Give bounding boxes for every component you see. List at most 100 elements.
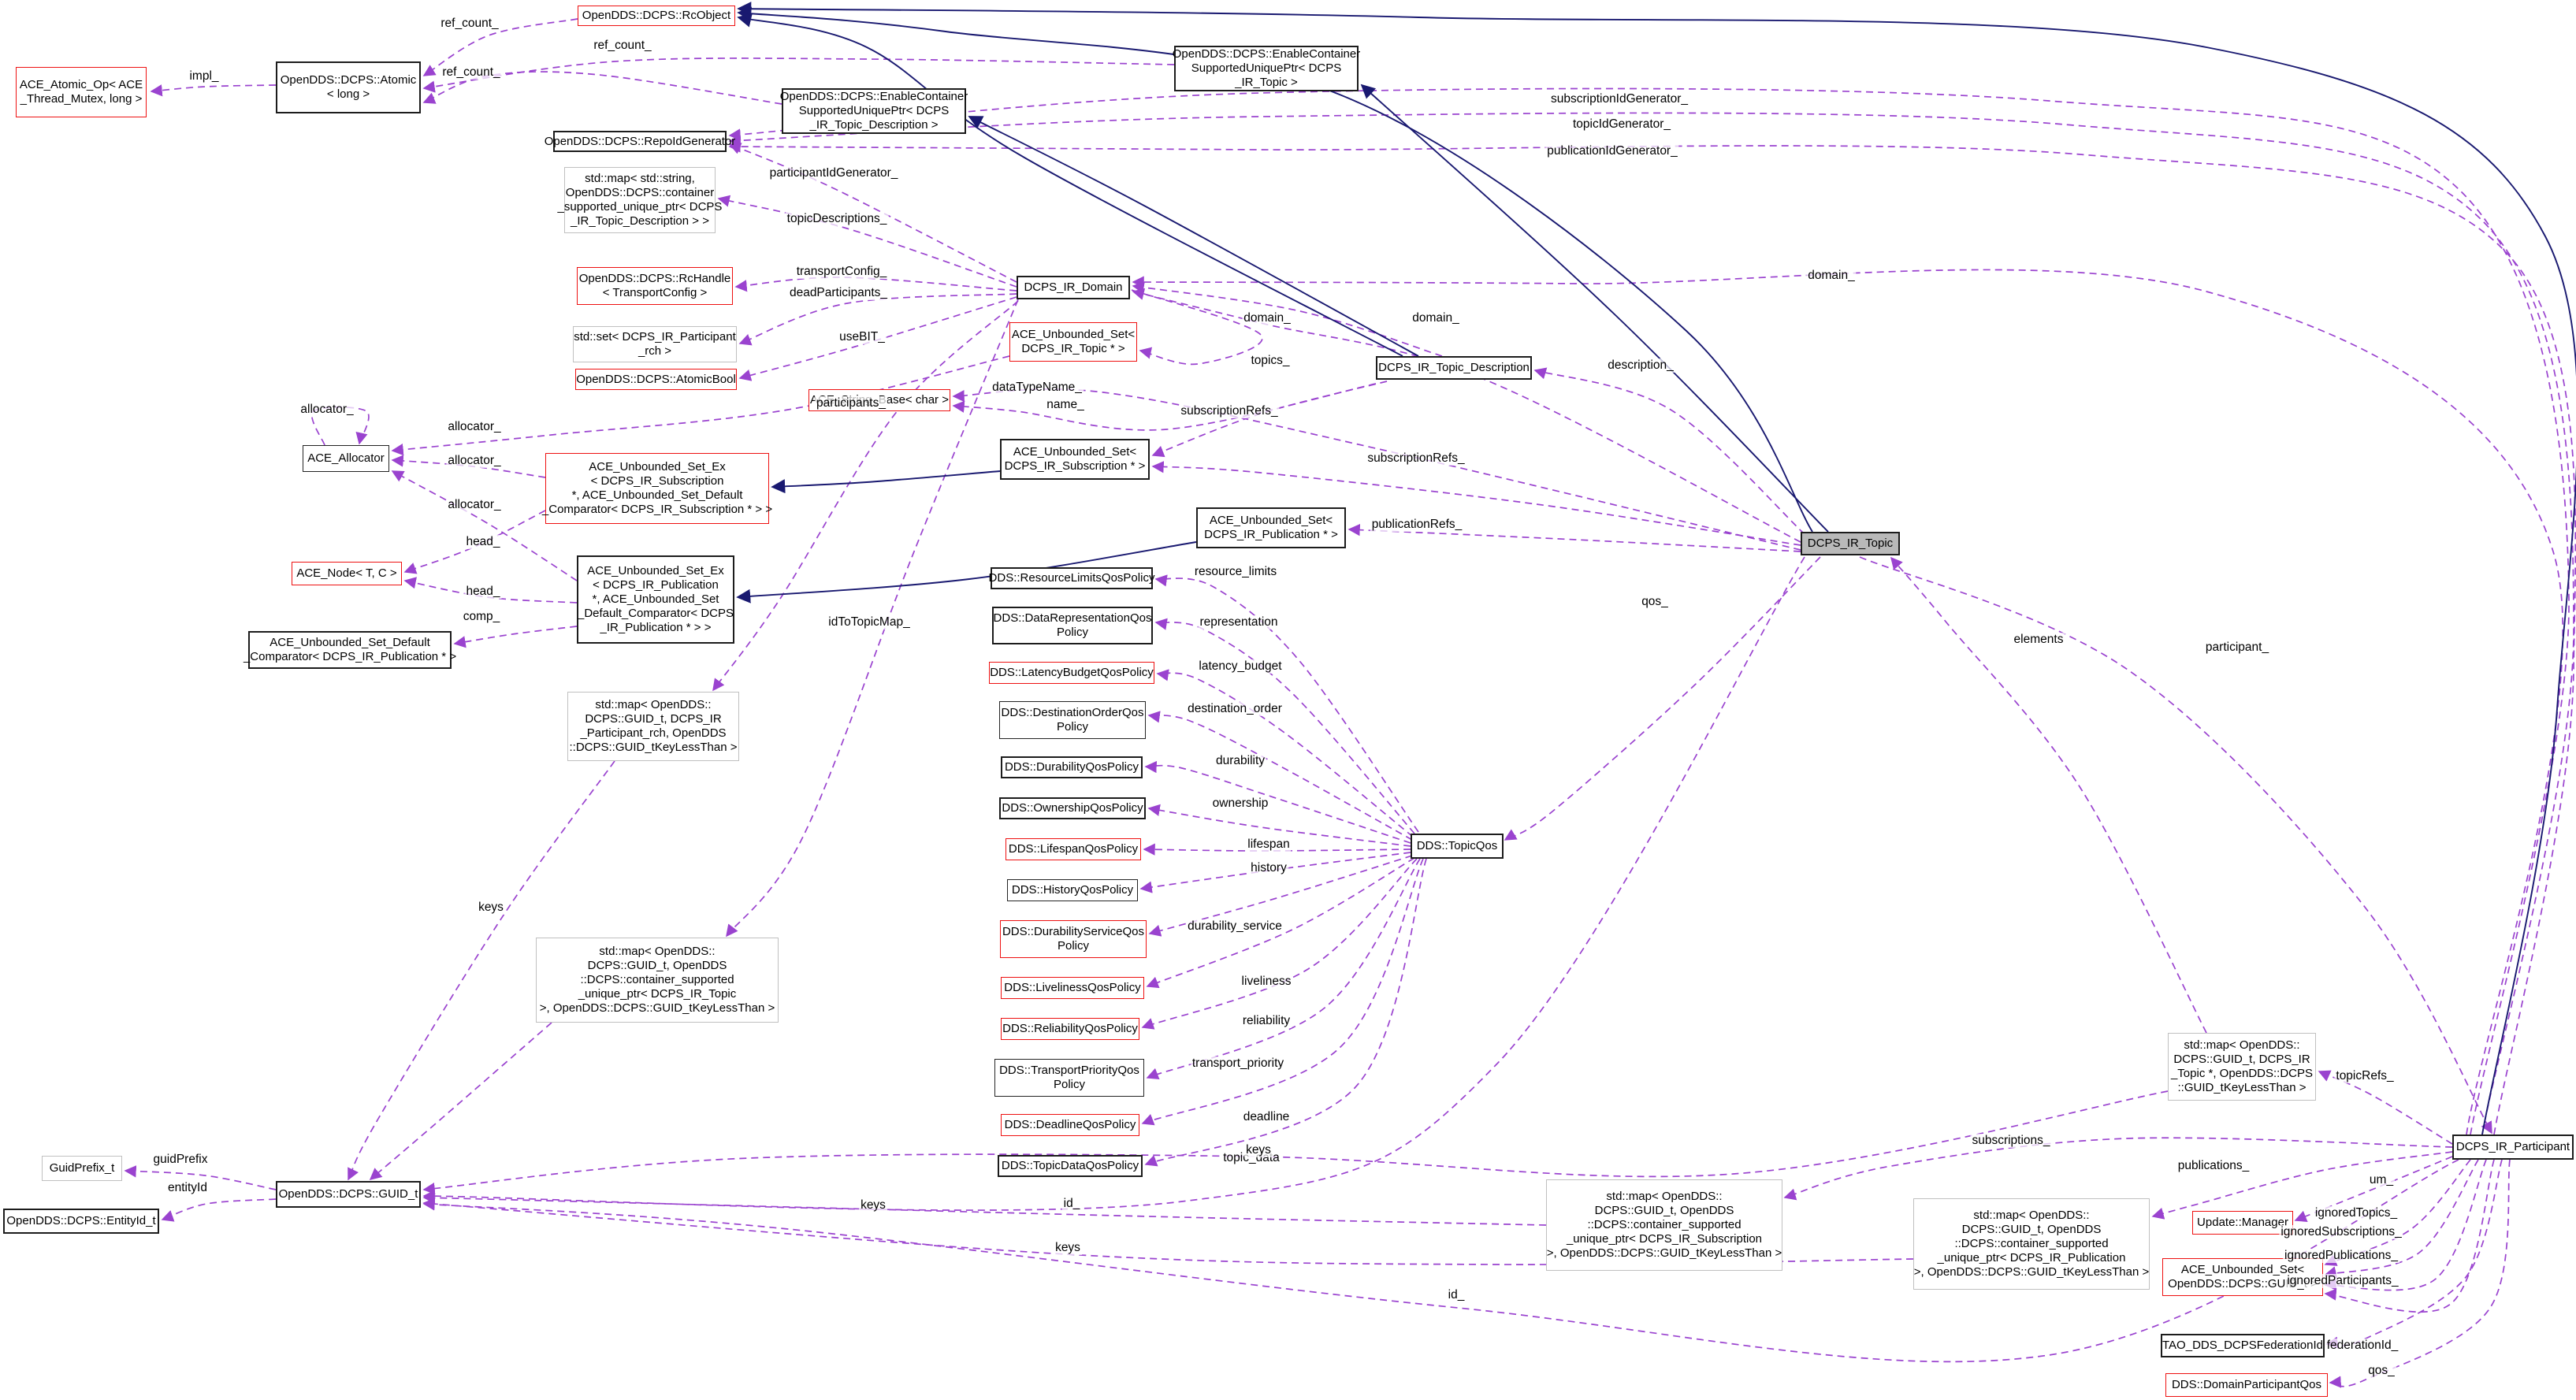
node-label-line: DCPS_IR_Topic_Description	[1378, 361, 1530, 374]
node-qos-ownership[interactable]: DDS::OwnershipQosPolicy	[999, 797, 1146, 819]
edge-label-domain: domain_	[1242, 311, 1292, 325]
member-edge-31	[1141, 858, 1418, 1030]
edge-label-refcount: ref_count_	[439, 17, 500, 31]
node-label-line: OpenDDS::DCPS::EnableContainer	[1172, 47, 1361, 61]
edge-label-qos: qos_	[2366, 1364, 2396, 1378]
node-ace-atomic-op[interactable]: ACE_Atomic_Op< ACE_Thread_Mutex, long >	[16, 67, 147, 117]
node-set-pub[interactable]: ACE_Unbounded_Set<DCPS_IR_Publication * …	[1196, 507, 1346, 548]
node-rchandle[interactable]: OpenDDS::DCPS::RcHandle< TransportConfig…	[577, 267, 733, 305]
edge-label-durabilityservice: durability_service	[1186, 919, 1284, 934]
node-participant[interactable]: DCPS_IR_Participant	[2452, 1134, 2574, 1160]
node-label-line: DDS::TopicDataQosPolicy	[1001, 1159, 1139, 1172]
node-label-line: OpenDDS::DCPS::RcHandle	[578, 272, 731, 285]
node-entityid[interactable]: OpenDDS::DCPS::EntityId_t	[3, 1209, 159, 1234]
node-topicqos[interactable]: DDS::TopicQos	[1411, 834, 1504, 859]
node-label-line: ACE_Unbounded_Set_Ex	[587, 564, 724, 577]
node-label-line: OpenDDS::DCPS::GUID_t	[278, 1187, 418, 1201]
node-atomicbool[interactable]: OpenDDS::DCPS::AtomicBool	[575, 369, 737, 390]
member-edge-34	[1144, 858, 1427, 1167]
node-label-line: < DCPS_IR_Publication	[593, 578, 719, 592]
member-edge-36	[1859, 556, 2492, 1134]
member-edge-19	[1347, 523, 1801, 552]
node-label-line: DCPS_IR_Topic	[1807, 537, 1894, 550]
node-update-manager[interactable]: Update::Manager	[2192, 1211, 2293, 1235]
node-label-line: DCPS_IR_Domain	[1024, 280, 1123, 294]
node-guidprefix: GuidPrefix_t	[42, 1156, 122, 1181]
edge-label-latencybudget: latency_budget	[1197, 659, 1284, 674]
node-qos-resource[interactable]: DDS::ResourceLimitsQosPolicy	[989, 567, 1154, 589]
node-qos-reliability[interactable]: DDS::ReliabilityQosPolicy	[1001, 1018, 1139, 1040]
member-edge-3	[422, 71, 782, 105]
edge-label-keys: keys	[477, 901, 505, 915]
node-label-line: ACE_Unbounded_Set_Ex	[589, 460, 726, 473]
edge-label-deadparticipants: deadParticipants_	[787, 286, 890, 300]
edge-label-subscriptions: subscriptions_	[1970, 1134, 2052, 1148]
node-map-participant: std::map< OpenDDS::DCPS::GUID_t, DCPS_IR…	[567, 692, 739, 761]
node-qos-history[interactable]: DDS::HistoryQosPolicy	[1007, 879, 1138, 901]
node-comparator-pub[interactable]: ACE_Unbounded_Set_Default_Comparator< DC…	[243, 631, 456, 669]
edge-label-allocator: allocator_	[446, 420, 503, 434]
node-participantqos[interactable]: DDS::DomainParticipantQos	[2165, 1373, 2328, 1397]
node-label-line: OpenDDS::DCPS::RepoIdGenerator	[544, 134, 736, 148]
node-label-line: _unique_ptr< DCPS_IR_Publication	[1937, 1251, 2126, 1264]
node-label-line: OpenDDS::DCPS::container	[565, 186, 715, 199]
node-label-line: >, OpenDDS::DCPS::GUID_tKeyLessThan >	[539, 1001, 775, 1015]
node-label-line: ACE_Unbounded_Set<	[1011, 328, 1136, 341]
node-allocator[interactable]: ACE_Allocator	[303, 445, 389, 472]
node-qos-lifespan[interactable]: DDS::LifespanQosPolicy	[1005, 838, 1141, 860]
node-label-line: std::set< DCPS_IR_Participant	[574, 330, 736, 344]
node-label-line: DDS::DataRepresentationQos	[993, 611, 1152, 625]
member-edge-38	[728, 87, 2570, 1135]
node-setex-pub[interactable]: ACE_Unbounded_Set_Ex< DCPS_IR_Publicatio…	[577, 555, 734, 644]
node-label-line: ::DCPS::container_supported	[1954, 1237, 2109, 1250]
node-set-topic[interactable]: ACE_Unbounded_Set<DCPS_IR_Topic * >	[1009, 322, 1137, 362]
node-label-line: std::map< std::string,	[585, 172, 695, 185]
member-edge-22	[1154, 618, 1415, 834]
node-label-line: DCPS_IR_Publication * >	[1204, 528, 1338, 541]
node-label-line: _unique_ptr< DCPS_IR_Topic	[578, 987, 737, 1001]
node-qos-deadline[interactable]: DDS::DeadlineQosPolicy	[1001, 1114, 1139, 1136]
node-label-line: ACE_Unbounded_Set<	[1013, 445, 1137, 459]
node-set-sub[interactable]: ACE_Unbounded_Set<DCPS_IR_Subscription *…	[1000, 439, 1150, 480]
member-edge-7	[738, 293, 1017, 346]
inheritance-edge-68	[1360, 84, 1829, 533]
node-qos-liveliness[interactable]: DDS::LivelinessQosPolicy	[1001, 977, 1144, 999]
edge-label-lifespan: lifespan	[1246, 837, 1292, 852]
node-label-line: DDS::DurabilityQosPolicy	[1004, 760, 1139, 774]
member-edge-2	[422, 58, 1175, 93]
node-label-line: _IR_Topic_Description >	[809, 118, 939, 132]
node-topicdesc[interactable]: DCPS_IR_Topic_Description	[1376, 356, 1532, 380]
node-label-line: DDS::HistoryQosPolicy	[1011, 883, 1134, 897]
node-ace-node[interactable]: ACE_Node< T, C >	[292, 562, 402, 585]
node-label-line: OpenDDS::DCPS::EntityId_t	[6, 1214, 156, 1227]
node-topic[interactable]: DCPS_IR_Topic	[1801, 532, 1900, 555]
edge-label-liveliness: liveliness	[1240, 975, 1293, 989]
node-federationid[interactable]: TAO_DDS_DCPSFederationId	[2161, 1334, 2325, 1357]
node-qos-durability[interactable]: DDS::DurabilityQosPolicy	[1001, 756, 1143, 778]
node-domain[interactable]: DCPS_IR_Domain	[1017, 276, 1130, 299]
edge-label-keys: keys	[859, 1198, 887, 1212]
node-qos-latency[interactable]: DDS::LatencyBudgetQosPolicy	[989, 662, 1154, 684]
node-label-line: ACE_Atomic_Op< ACE	[19, 78, 143, 91]
node-label-line: Policy	[1053, 1078, 1085, 1091]
node-setex-sub[interactable]: ACE_Unbounded_Set_Ex< DCPS_IR_Subscripti…	[542, 453, 772, 524]
node-label-line: _Default_Comparator< DCPS	[578, 607, 734, 620]
edge-label-head: head_	[464, 585, 502, 599]
edge-label-destinationorder: destination_order	[1186, 702, 1284, 716]
node-atomic-long[interactable]: OpenDDS::DCPS::Atomic< long >	[276, 61, 421, 113]
node-label-line: DDS::DurabilityServiceQos	[1002, 925, 1145, 938]
edge-label-elements: elements	[2012, 633, 2065, 647]
edge-label-representation: representation	[1198, 615, 1280, 629]
node-guid[interactable]: OpenDDS::DCPS::GUID_t	[276, 1181, 421, 1208]
node-set-guid[interactable]: ACE_Unbounded_Set<OpenDDS::DCPS::GUID_t …	[2162, 1258, 2323, 1296]
node-qos-topicdata[interactable]: DDS::TopicDataQosPolicy	[998, 1155, 1143, 1177]
node-rcobject[interactable]: OpenDDS::DCPS::RcObject	[578, 6, 735, 26]
node-repoidgen[interactable]: OpenDDS::DCPS::RepoIdGenerator	[545, 131, 735, 152]
edge-label-allocator: allocator_	[299, 403, 355, 417]
